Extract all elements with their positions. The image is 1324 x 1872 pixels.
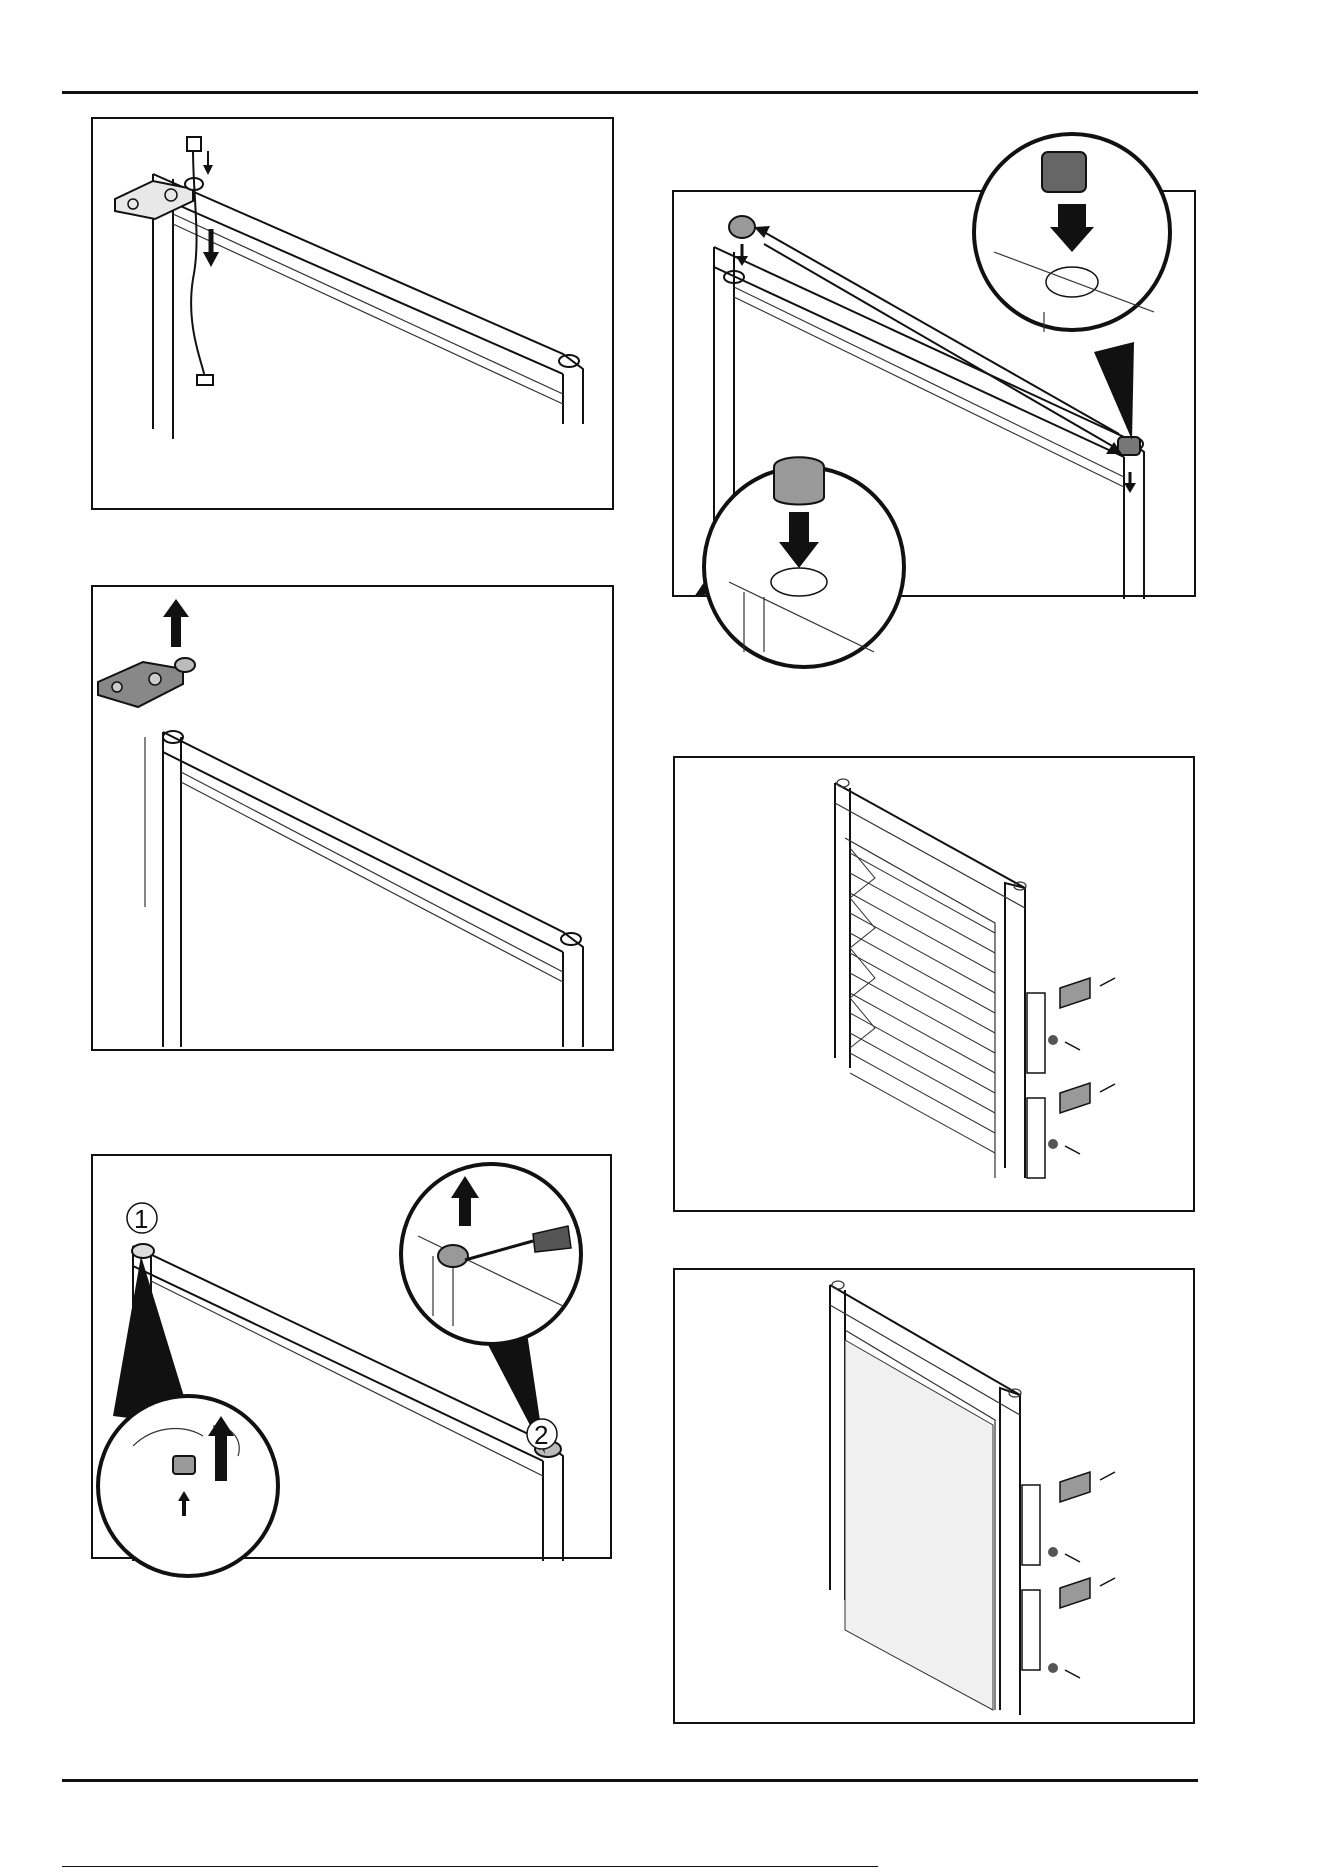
bushing-cap-swap-illustration: [674, 192, 1198, 599]
hinge-cable-removal-illustration: [93, 119, 616, 512]
bushing-removal-illustration: [93, 1156, 614, 1561]
footer-rule: [62, 1779, 1198, 1782]
marker-one: 1: [134, 1204, 148, 1235]
marker-two: 2: [534, 1420, 548, 1451]
figure-3-panel: 1 2: [91, 1154, 612, 1559]
figure-2-panel: [91, 585, 614, 1051]
panel-door-clips-illustration: [675, 1270, 1197, 1726]
hinge-lift-off-illustration: [93, 587, 616, 1053]
figure-4-panel: [672, 190, 1196, 597]
figure-5-panel: [673, 756, 1195, 1212]
header-rule: [62, 91, 1198, 94]
figure-1-panel: [91, 117, 614, 510]
figure-6-panel: [673, 1268, 1195, 1724]
footer-underline: [62, 1866, 878, 1867]
louvred-door-clips-illustration: [675, 758, 1197, 1214]
